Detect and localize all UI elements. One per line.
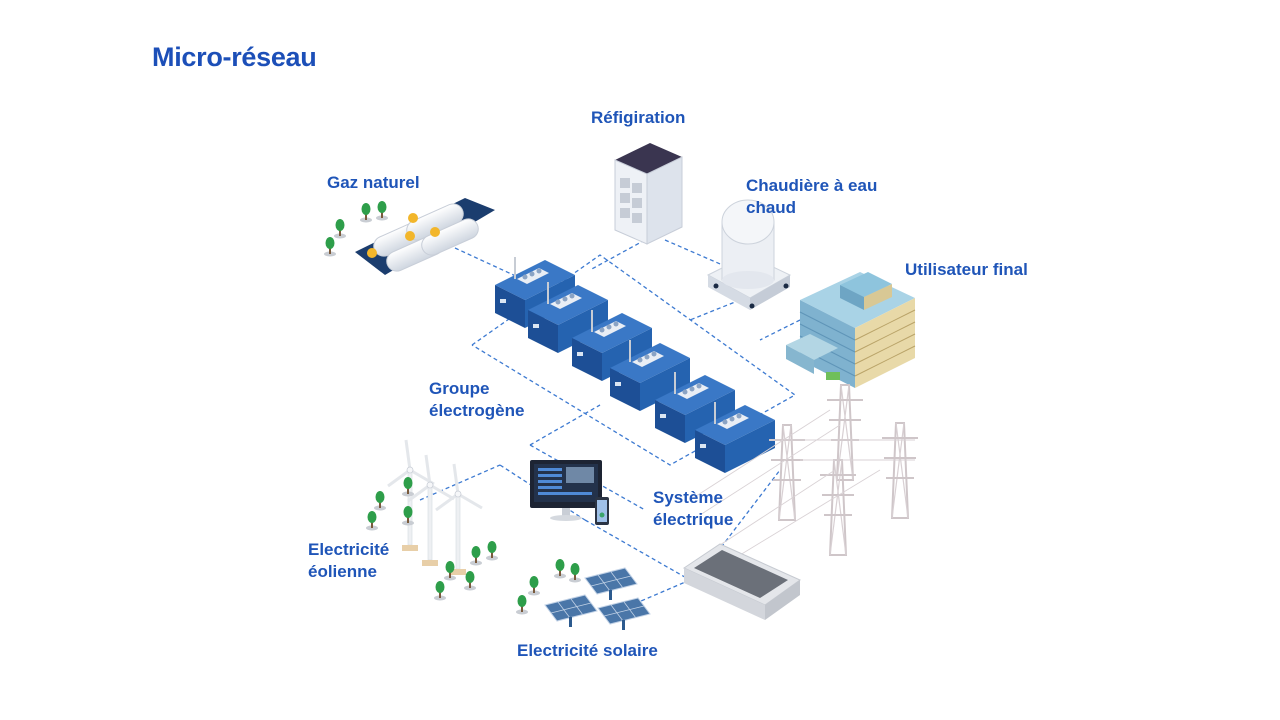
power-system-label-line1: Système [653,488,723,507]
substation-building [682,543,801,620]
power-pylons [689,384,919,556]
boiler-label-line2: chaud [746,198,797,217]
power-system-label: Système électrique [653,487,733,531]
solar-label: Electricité solaire [517,641,658,660]
solar-panels [516,559,651,631]
end-user-label: Utilisateur final [905,260,1028,279]
wind-label: Electricité éolienne [308,539,389,583]
refrigeration-label: Réfigiration [591,108,686,127]
genset-label: Groupe électrogène [429,378,524,422]
page-title: Micro-réseau [152,42,317,72]
wind-label-line1: Electricité [308,540,390,559]
genset-label-line2: électrogène [429,401,525,420]
natural-gas-tanks [324,198,495,275]
boiler-label: Chaudière à eau chaud [746,175,877,219]
natural-gas-label: Gaz naturel [327,173,420,192]
monitoring-computer [530,460,609,525]
end-user-building [786,272,916,388]
power-system-label-line2: électrique [653,510,734,529]
hot-water-boiler [706,199,792,310]
boiler-label-line1: Chaudière à eau [746,176,878,195]
genset-label-line1: Groupe [429,379,490,398]
wind-label-line2: éolienne [308,562,377,581]
refrigeration-unit [614,143,683,245]
